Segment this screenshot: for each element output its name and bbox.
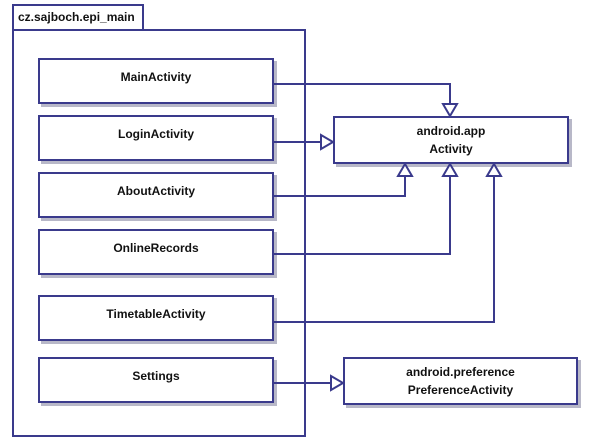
- class-name: AboutActivity: [117, 184, 195, 198]
- class-android-activity[interactable]: android.app Activity: [333, 116, 569, 164]
- class-timetable-activity[interactable]: TimetableActivity: [38, 295, 274, 341]
- timetable-to-activity-link: [274, 176, 495, 323]
- class-main-activity[interactable]: MainActivity: [38, 58, 274, 104]
- class-name: Activity: [429, 142, 473, 156]
- class-name: Settings: [132, 369, 180, 383]
- triangle-arrow-icon: [320, 133, 335, 151]
- class-package: android.preference: [406, 365, 515, 379]
- about-to-activity-link: [274, 176, 406, 197]
- triangle-arrow-icon: [441, 162, 459, 177]
- triangle-arrow-icon: [485, 162, 503, 177]
- package-tab: cz.sajboch.epi_main: [12, 4, 144, 30]
- triangle-arrow-icon: [396, 162, 414, 177]
- class-login-activity[interactable]: LoginActivity: [38, 115, 274, 161]
- class-package: android.app: [416, 124, 486, 138]
- class-settings[interactable]: Settings: [38, 357, 274, 403]
- class-name: OnlineRecords: [113, 241, 199, 255]
- triangle-arrow-icon: [441, 103, 459, 118]
- class-about-activity[interactable]: AboutActivity: [38, 172, 274, 218]
- class-preference-activity[interactable]: android.preference PreferenceActivity: [343, 357, 578, 405]
- class-name: MainActivity: [120, 70, 192, 84]
- online-to-activity-link: [274, 176, 451, 255]
- package-name: cz.sajboch.epi_main: [18, 10, 135, 24]
- class-online-records[interactable]: OnlineRecords: [38, 229, 274, 275]
- class-name: TimetableActivity: [106, 307, 206, 321]
- class-name: PreferenceActivity: [407, 383, 514, 397]
- class-name: LoginActivity: [117, 127, 194, 141]
- triangle-arrow-icon: [330, 374, 345, 392]
- main-to-activity-link: [274, 83, 451, 104]
